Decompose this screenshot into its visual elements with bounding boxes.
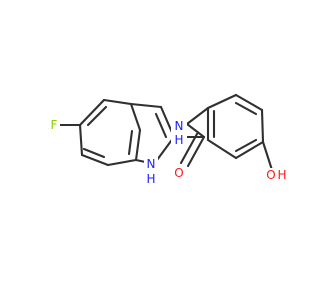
bond-phenyl-4	[234, 140, 265, 160]
bond-benzene-double-3	[82, 147, 106, 159]
bond-phenyl-double-1	[234, 101, 258, 116]
bond-c3a-c4	[106, 158, 138, 167]
amide-nitrogen-hydrogen-label: H	[174, 133, 183, 147]
bond-n-phenyl	[185, 106, 210, 126]
bond-phenyl-oh	[261, 140, 274, 172]
indole-nitrogen-hydrogen-label: H	[146, 172, 155, 186]
bond-carbonyl-n	[185, 122, 206, 139]
bond-carbonyl-o-double	[179, 132, 199, 165]
atom-labels: F N H N H O O H	[48, 113, 288, 186]
chemical-structure-diagram: F N H N H O O H	[48, 93, 288, 186]
bond-lines	[58, 93, 274, 172]
bond-phenyl-2	[234, 93, 264, 112]
bond-c4-c5b	[80, 153, 110, 167]
bond-phenyl-5	[206, 138, 238, 160]
bond-c4-c5	[78, 123, 84, 157]
hydroxyl-hydrogen-label: H	[277, 168, 286, 182]
bond-carbonyl-o	[186, 135, 206, 168]
bond-phenyl-1	[206, 93, 238, 110]
bond-c5-c6	[78, 98, 106, 127]
bond-c7a-c3a	[134, 128, 142, 162]
bond-benzene-double-1	[86, 105, 108, 127]
bond-c7-c7a	[129, 102, 142, 132]
fluorine-atom: F	[48, 117, 60, 133]
bond-phenyl-3	[260, 108, 265, 144]
bond-c6-c7	[102, 98, 133, 106]
carbonyl-oxygen-label: O	[174, 166, 183, 180]
carbonyl-oxygen-atom: O	[172, 165, 186, 182]
amide-nitrogen-atom: N H	[171, 113, 187, 147]
amide-nitrogen-label: N	[175, 119, 184, 133]
hydroxyl-oxygen-atom: O H	[266, 168, 288, 184]
indole-nitrogen-atom: N H	[144, 154, 158, 186]
bond-c7a-c3	[129, 102, 163, 109]
bond-c3-c2-double	[154, 112, 168, 139]
indole-nitrogen-label: N	[147, 157, 156, 171]
bond-benzene-double-2	[127, 129, 134, 156]
fluorine-label: F	[51, 118, 58, 132]
bond-phenyl-double-2	[234, 138, 258, 153]
hydroxyl-oxygen-label: O	[266, 168, 275, 182]
